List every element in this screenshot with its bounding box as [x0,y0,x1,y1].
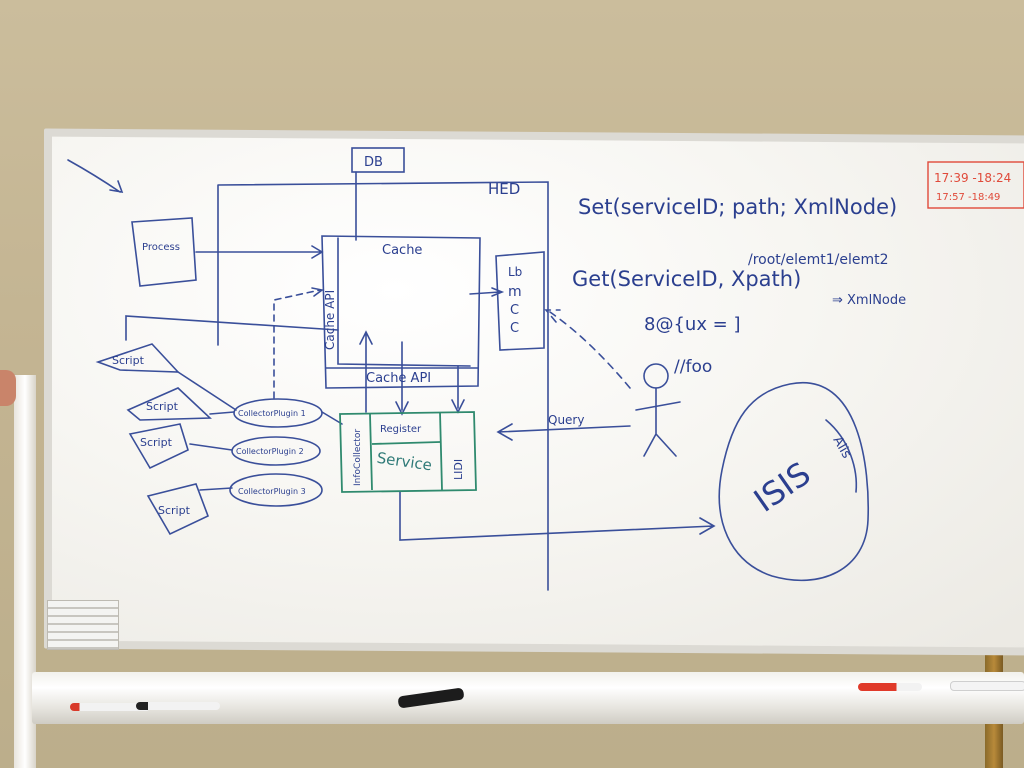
red-marker-in-tray[interactable] [70,703,150,711]
query-arrow [496,423,631,441]
script-shape-4 [146,483,210,536]
person-dashed-arrow [544,309,631,389]
isis-circle [718,381,870,582]
stick-figure-head [643,363,669,389]
script-label-1: Script [112,354,145,367]
alis-arc [825,419,858,493]
time-box [927,161,1024,209]
plugin-to-service [321,411,343,425]
service-to-cache-arrow [359,330,373,413]
lb-line-1: Lb [508,265,522,279]
lb-line-2: m [508,284,522,300]
get-result-text: ⇒ XmlNode [832,293,906,308]
time-line-1: 17:39 -18:24 [934,171,1011,185]
service-divider-2 [439,411,443,491]
plugin-label-2: CollectorPlugin 2 [236,447,304,456]
isis-label: ISIS [747,454,818,519]
wall-vent [47,600,119,650]
set-call-text: Set(serviceID; path; XmlNode) [578,195,897,219]
foo-text: //foo [674,357,712,377]
service-divider-3 [371,441,441,445]
query-label: Query [548,413,584,427]
script-label-4: Script [158,504,191,517]
script-shape-3 [128,423,189,470]
time-line-2: 17:57 -18:49 [936,192,1000,203]
service-box [339,411,477,493]
whiteboard-stand-left [14,375,36,768]
db-label: DB [364,155,383,170]
cache-api-vertical-label: Cache API [323,290,337,350]
db-box [351,147,405,173]
cache-to-lb-arrow [469,287,505,297]
hed-frame [217,181,549,591]
hand [0,370,16,406]
plugin-dashed-line [273,289,321,399]
service-to-isis-arrow [399,491,716,541]
lidi-arrow [451,365,465,414]
cache-to-register-arrow [395,341,409,416]
plugin-arrow-head [311,287,324,297]
stick-figure-body [635,387,681,457]
cache-api-bottom-label: Cache API [366,371,431,386]
lb-line-4: C [510,321,519,336]
process-label: Process [142,242,180,253]
service-label: Service [376,449,433,475]
plugin-label-1: CollectorPlugin 1 [238,409,306,418]
corner-arrow [67,159,124,194]
service-cell-register: Register [380,424,422,435]
script-label-2: Script [146,400,179,413]
plugin-ellipse-3 [229,473,323,507]
alis-label: Alis [830,434,855,462]
black-marker-in-tray[interactable] [136,702,220,710]
lb-line-3: C [510,303,519,318]
script-shape-2 [126,387,212,421]
cache-api-frame [321,235,481,389]
red-marker-right[interactable] [858,683,922,691]
script-label-3: Script [140,436,173,449]
lb-box [495,251,545,351]
plugin-ellipse-1 [233,398,323,428]
process-arrow [195,245,324,259]
service-divider-1 [369,413,373,491]
plugin-ellipse-2 [231,436,321,466]
get-call-text: Get(ServiceID, Xpath) [572,267,801,291]
plugin-label-3: CollectorPlugin 3 [238,487,306,496]
hed-label: HED [488,180,520,198]
cache-label: Cache [382,243,422,258]
service-cell-infocollector: InfoCollector [353,429,363,486]
cache-inner [337,237,471,367]
script-cache-line [125,315,339,341]
process-box [131,217,197,287]
script-plugin-lines [177,371,237,491]
service-cell-lidi: LIDI [452,459,465,480]
marker-tray [32,672,1024,724]
at-line-text: 8@{ux = ] [644,314,741,335]
white-marker-right[interactable] [950,681,1024,691]
path-example-text: /root/elemt1/elemt2 [748,252,889,268]
